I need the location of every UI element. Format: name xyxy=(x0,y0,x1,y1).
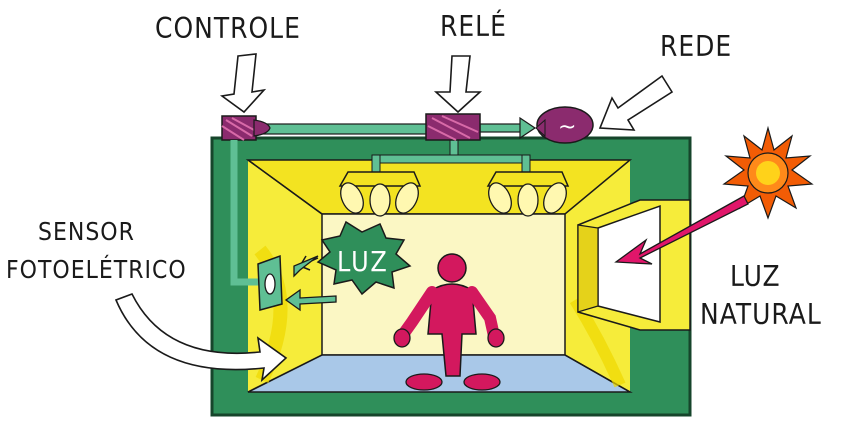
label-luz-natural-line1: LUZ xyxy=(730,262,781,292)
window-opening xyxy=(578,200,690,330)
control-unit xyxy=(222,116,270,140)
ceiling-lamp-right xyxy=(484,172,571,217)
label-luz-natural-line2: NATURAL xyxy=(700,300,822,330)
label-sensor-line1: SENSOR xyxy=(38,218,135,248)
grid-supply: ~ xyxy=(536,107,593,143)
photoelectric-sensor xyxy=(258,256,282,310)
ceiling-lamp-left xyxy=(336,172,423,217)
rede-pointer-arrow xyxy=(600,76,672,130)
label-rele: RELÉ xyxy=(440,12,507,42)
label-luz-burst: LUZ xyxy=(337,247,389,277)
ac-symbol: ~ xyxy=(558,115,576,140)
label-controle: CONTROLE xyxy=(155,14,301,44)
controle-pointer-arrow xyxy=(222,54,264,112)
relay-unit xyxy=(426,114,480,140)
label-sensor-line2: FOTOELÉTRICO xyxy=(6,256,187,286)
label-rede: REDE xyxy=(660,32,732,62)
rele-pointer-arrow xyxy=(436,56,480,112)
